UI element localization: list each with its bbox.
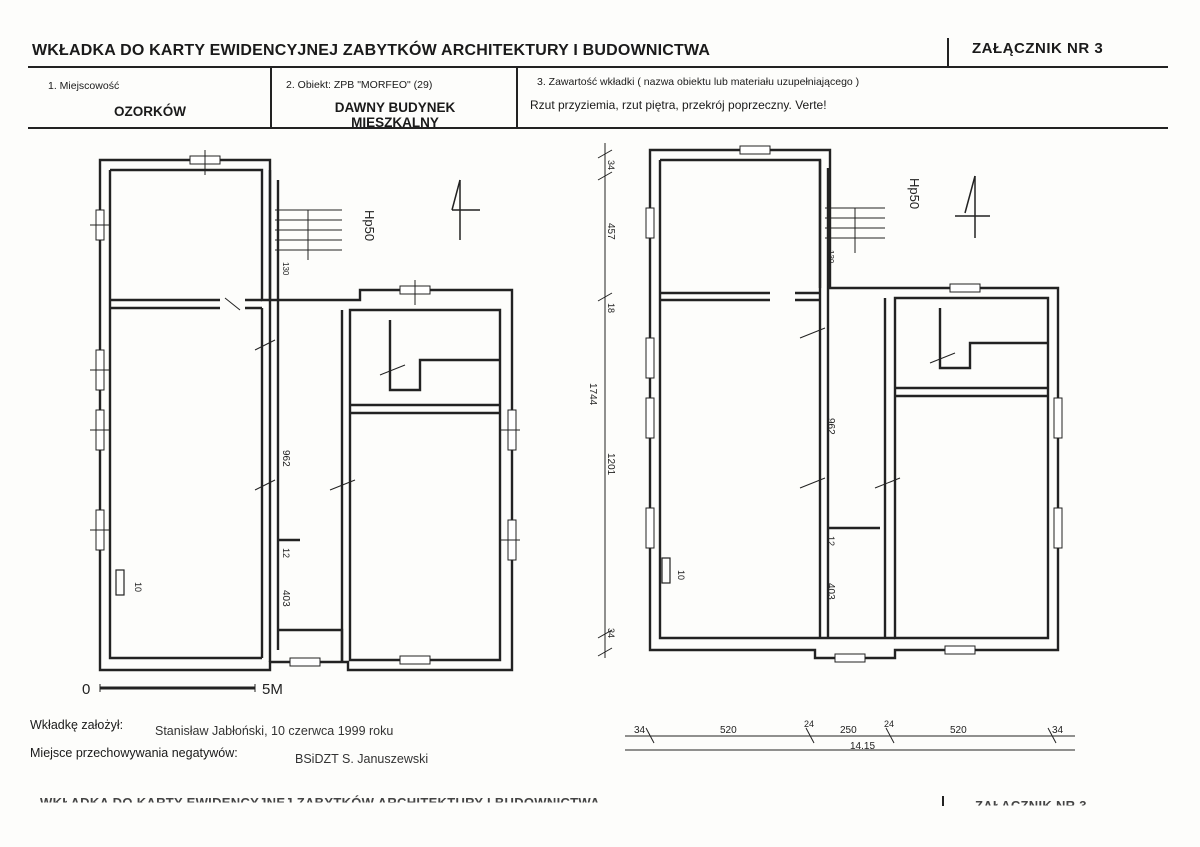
author-label: Wkładkę założył: — [30, 718, 124, 732]
left-dim-1744: 1744 — [587, 383, 598, 406]
storage-value: BSiDZT S. Januszewski — [295, 752, 429, 766]
left-dim-457: 457 — [605, 223, 616, 240]
bottom-dim-520-left: 520 — [720, 725, 737, 736]
author-value: Stanisław Jabłoński, 10 czerwca 1999 rok… — [155, 724, 394, 738]
dim-962-left: 962 — [280, 450, 291, 467]
attachment-number: ZAŁĄCZNIK NR 3 — [972, 40, 1104, 57]
hp-label-left: Hp50 — [362, 210, 377, 241]
bottom-dim-24-left: 24 — [804, 719, 814, 729]
left-dim-34-top: 34 — [606, 160, 616, 170]
locality-value: OZORKÓW — [114, 104, 186, 119]
scale-start: 0 — [82, 681, 90, 698]
left-dim-34-bottom: 34 — [606, 628, 616, 638]
object-value-line2: MIESZKALNY — [351, 115, 439, 130]
left-dim-18: 18 — [606, 303, 616, 313]
hp-label-right: Hp50 — [907, 178, 922, 209]
bottom-dim-520-right: 520 — [950, 725, 967, 736]
repeated-title-cutoff: WKŁADKA DO KARTY EWIDENCYJNEJ ZABYTKÓW A… — [40, 795, 600, 810]
dim-962-right: 962 — [825, 418, 836, 435]
dim-403-left: 403 — [280, 590, 291, 607]
document-title: WKŁADKA DO KARTY EWIDENCYJNEJ ZABYTKÓW A… — [32, 42, 711, 59]
bottom-dim-250: 250 — [840, 725, 857, 736]
bottom-dim-24-right: 24 — [884, 719, 894, 729]
repeated-attachment-cutoff: ZAŁĄCZNIK NR 3 — [975, 798, 1087, 813]
object-label: 2. Obiekt: ZPB "MORFEO" (29) — [286, 79, 433, 91]
dim-130-right: 130 — [826, 250, 835, 264]
left-dim-1201: 1201 — [605, 453, 616, 476]
upper-floor-plan: Hp50 962 403 12 130 10 34 457 18 1744 12… — [587, 143, 1075, 752]
bottom-dim-34-right: 34 — [1052, 725, 1064, 736]
ground-floor-plan: Hp50 962 403 12 130 10 0 5M — [82, 150, 520, 698]
dim-12-right: 12 — [826, 536, 836, 546]
bottom-dim-total: 14.15 — [850, 741, 875, 752]
contents-value: Rzut przyziemia, rzut piętra, przekrój p… — [530, 98, 827, 112]
room-mark-left: 10 — [133, 582, 143, 592]
contents-label: 3. Zawartość wkładki ( nazwa obiektu lub… — [537, 76, 860, 88]
dim-130-left: 130 — [281, 262, 290, 276]
dim-403-right: 403 — [825, 583, 836, 600]
scale-end: 5M — [262, 681, 283, 698]
bottom-dim-34-left: 34 — [634, 725, 646, 736]
dim-12-left: 12 — [281, 548, 291, 558]
room-mark-right: 10 — [676, 570, 686, 580]
object-value-line1: DAWNY BUDYNEK — [334, 100, 456, 115]
locality-label: 1. Miejscowość — [48, 80, 120, 92]
storage-label: Miejsce przechowywania negatywów: — [30, 746, 238, 760]
